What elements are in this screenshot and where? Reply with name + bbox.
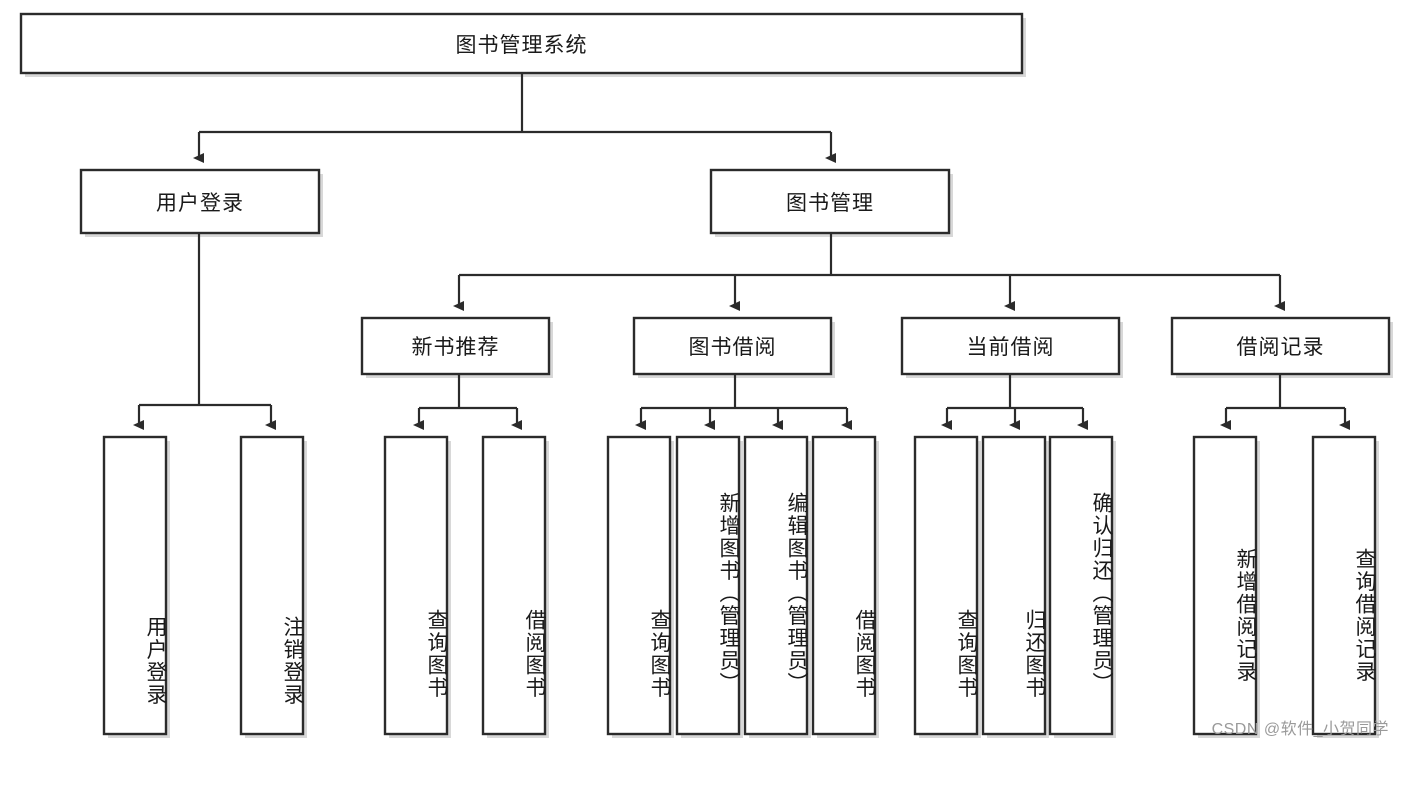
node-box-leaf-logout[interactable] — [239, 435, 305, 736]
node-box-leaf-borrow-book-2[interactable] — [811, 435, 877, 736]
node-box-leaf-query-book-3[interactable] — [913, 435, 979, 736]
node-box-leaf-add-book[interactable] — [675, 435, 741, 736]
node-box-leaf-query-record[interactable] — [1311, 435, 1377, 736]
node-box-root[interactable] — [19, 12, 1024, 75]
system-function-tree-diagram: 图书管理系统 用户登录 图书管理 新书推荐 图书借阅 当前借阅 借阅记录 用户登… — [19, 12, 1393, 738]
node-box-current-borrow[interactable] — [900, 316, 1121, 376]
node-box-leaf-query-book-2[interactable] — [606, 435, 672, 736]
node-box-leaf-add-record[interactable] — [1192, 435, 1258, 736]
node-box-leaf-query-book-1[interactable] — [383, 435, 449, 736]
node-box-new-book-rec[interactable] — [360, 316, 551, 376]
node-box-user-login[interactable] — [79, 168, 321, 235]
node-box-leaf-edit-book[interactable] — [743, 435, 809, 736]
tree-svg-canvas — [19, 12, 1393, 738]
node-box-leaf-user-login[interactable] — [102, 435, 168, 736]
node-box-book-manage[interactable] — [709, 168, 951, 235]
node-box-book-borrow[interactable] — [632, 316, 833, 376]
connector-lines — [133, 72, 1350, 430]
node-box-borrow-record[interactable] — [1170, 316, 1391, 376]
node-box-leaf-confirm-return[interactable] — [1048, 435, 1114, 736]
node-box-leaf-borrow-book-1[interactable] — [481, 435, 547, 736]
node-box-leaf-return-book[interactable] — [981, 435, 1047, 736]
